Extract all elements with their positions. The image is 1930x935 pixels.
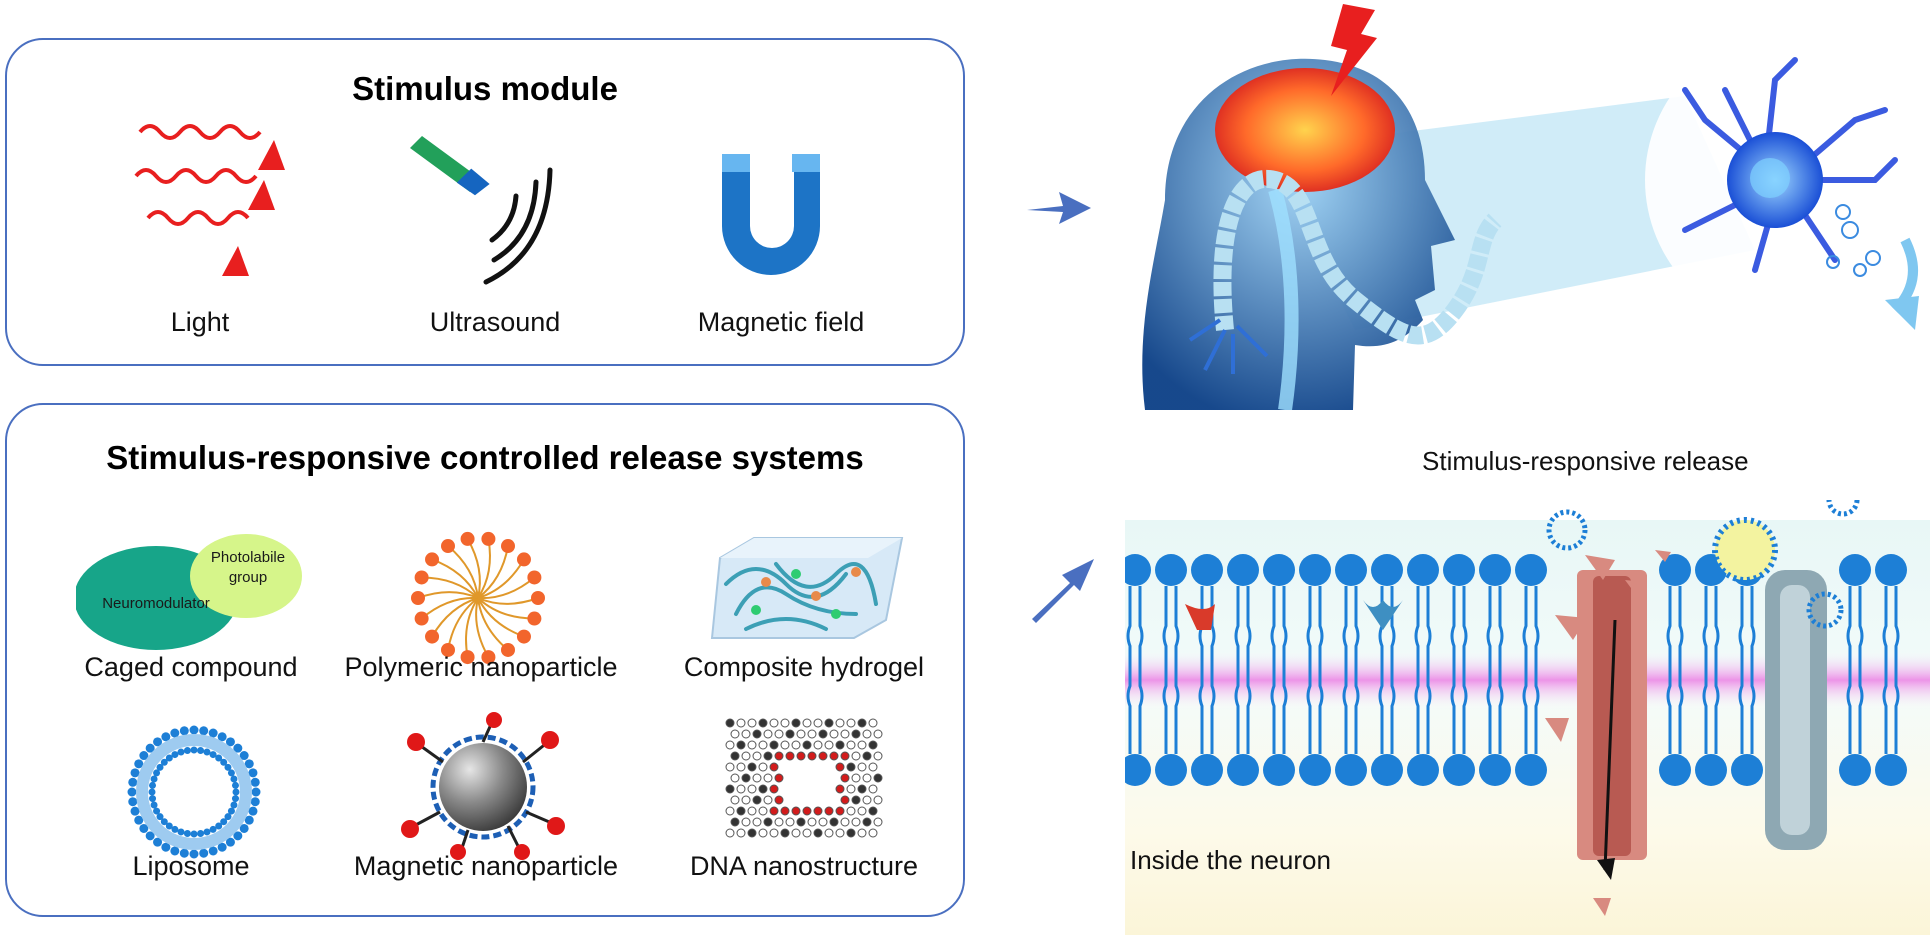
dna-nanostructure-icon: [725, 718, 883, 838]
arrow-to-membrane: [1032, 559, 1094, 623]
photolabile-text: Photolabile group: [210, 549, 286, 586]
neuromodulator-text: Neuromodulator: [102, 595, 210, 612]
composite-hydrogel-icon: [710, 537, 904, 639]
magnetic-nanoparticle-label: Magnetic nanoparticle: [353, 851, 619, 881]
ultrasound-icon: [410, 136, 553, 285]
light-label: Light: [170, 307, 230, 337]
stimulus-responsive-release-text: Stimulus-responsive release: [1422, 446, 1749, 476]
arrow-to-brain: [1027, 192, 1091, 224]
polymeric-nanoparticle-icon: [411, 531, 545, 665]
magnetic-nanoparticle-icon: [401, 712, 565, 860]
caged-compound-icon: [76, 534, 302, 650]
inside-the-neuron-text: Inside the neuron: [1130, 845, 1331, 875]
caged-compound-label: Caged compound: [84, 652, 298, 682]
brain-neuron-scene: [1142, 4, 1930, 410]
magnet-icon: [722, 154, 820, 275]
magnetic-field-label: Magnetic field: [697, 307, 865, 337]
composite-hydrogel-label: Composite hydrogel: [683, 652, 925, 682]
dna-nanostructure-label: DNA nanostructure: [689, 851, 919, 881]
liposome-icon: [127, 725, 261, 859]
polymeric-nanoparticle-label: Polymeric nanoparticle: [344, 652, 618, 682]
membrane-scene: [1125, 500, 1930, 935]
stimulus-module-title: Stimulus module: [352, 70, 618, 107]
release-systems-title: Stimulus-responsive controlled release s…: [106, 439, 864, 476]
ultrasound-label: Ultrasound: [429, 307, 561, 337]
liposome-label: Liposome: [132, 851, 250, 881]
light-wave-icon: [134, 124, 285, 276]
